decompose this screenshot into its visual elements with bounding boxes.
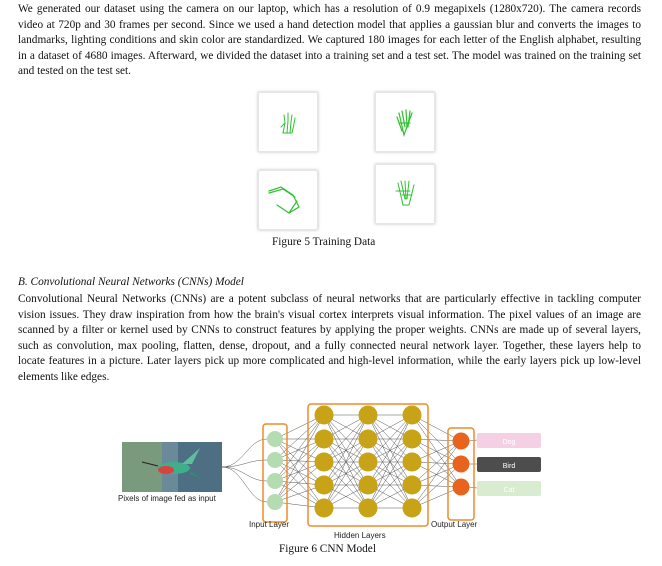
bird-output-label: Bird	[503, 463, 516, 470]
network-connections	[221, 414, 478, 509]
input-edge	[221, 466, 268, 482]
network-edge	[411, 414, 462, 465]
section-heading: B. Convolutional Neural Networks (CNNs) …	[18, 276, 244, 288]
network-edge	[411, 463, 462, 509]
hidden-node	[314, 475, 334, 495]
input-edge	[221, 466, 268, 503]
network-edge	[274, 438, 325, 509]
dog-output-label: Dog	[503, 439, 516, 446]
hidden-node	[358, 475, 378, 495]
hand-landmark-sketch-icon	[396, 109, 413, 138]
network-edge	[274, 461, 325, 503]
hidden-node	[314, 452, 334, 472]
cnn-model-diagram: Pixels of image fed as input Dog Bird Ca…	[118, 403, 541, 540]
input-node	[267, 452, 283, 468]
cat-output-label: Cat	[504, 487, 515, 494]
network-edge	[411, 440, 462, 509]
input-edge	[221, 438, 268, 468]
network-edge	[367, 461, 413, 509]
input-node	[267, 494, 283, 510]
hidden-layers-label: Hidden Layers	[334, 531, 386, 540]
network-edge	[411, 414, 462, 488]
output-layer-label: Output Layer	[431, 520, 478, 529]
output-node	[452, 455, 470, 473]
network-edge	[274, 438, 325, 503]
hidden-node	[402, 498, 422, 518]
hidden-layers-box	[307, 403, 429, 527]
network-edge	[411, 440, 462, 486]
network-edge	[323, 438, 369, 509]
dog-output-box	[477, 433, 541, 448]
network-edge	[323, 414, 369, 509]
hidden-node	[358, 452, 378, 472]
network-edge	[274, 438, 325, 482]
output-edge	[468, 439, 478, 442]
hidden-node	[402, 475, 422, 495]
figure-5-caption: Figure 5 Training Data	[272, 236, 376, 248]
hidden-node	[314, 405, 334, 425]
hidden-node	[402, 429, 422, 449]
cat-output-box	[477, 481, 541, 496]
output-node	[452, 478, 470, 496]
network-edge	[274, 438, 325, 486]
input-caption: Pixels of image fed as input	[118, 494, 217, 503]
input-layer-label: Input Layer	[249, 520, 289, 529]
hidden-node	[314, 429, 334, 449]
hand-landmark-sketch-icon	[395, 180, 415, 206]
network-edge	[367, 414, 413, 463]
figure-6-caption: Figure 6 CNN Model	[279, 543, 376, 555]
network-edge	[323, 414, 369, 486]
output-layer-box	[447, 427, 475, 521]
network-edge	[274, 459, 325, 509]
network-edge	[323, 414, 369, 463]
hidden-node	[314, 498, 334, 518]
cnn-paragraph: Convolutional Neural Networks (CNNs) are…	[18, 293, 641, 383]
hand-landmark-sketch-icon	[268, 186, 300, 214]
hidden-node	[358, 429, 378, 449]
network-edge	[274, 414, 325, 503]
training-sample-image	[258, 170, 318, 230]
input-layer-box	[262, 423, 288, 523]
training-sample-image	[258, 92, 318, 152]
training-sample-image	[375, 164, 435, 224]
hidden-node	[402, 452, 422, 472]
network-edge	[367, 414, 413, 486]
hand-landmark-sketch-icon	[280, 112, 296, 134]
hidden-node	[358, 498, 378, 518]
network-edge	[323, 461, 369, 509]
hidden-node	[402, 405, 422, 425]
input-node	[267, 431, 283, 447]
network-edge	[274, 414, 325, 461]
input-image	[122, 442, 222, 492]
output-edge	[468, 486, 478, 489]
bird-output-box	[477, 457, 541, 472]
output-node	[452, 432, 470, 450]
network-edge	[274, 414, 325, 482]
network-edge	[367, 414, 413, 509]
hidden-node	[358, 405, 378, 425]
input-node	[267, 473, 283, 489]
dataset-paragraph: We generated our dataset using the camer…	[18, 3, 641, 78]
network-edge	[367, 438, 413, 509]
training-sample-image	[375, 92, 435, 152]
